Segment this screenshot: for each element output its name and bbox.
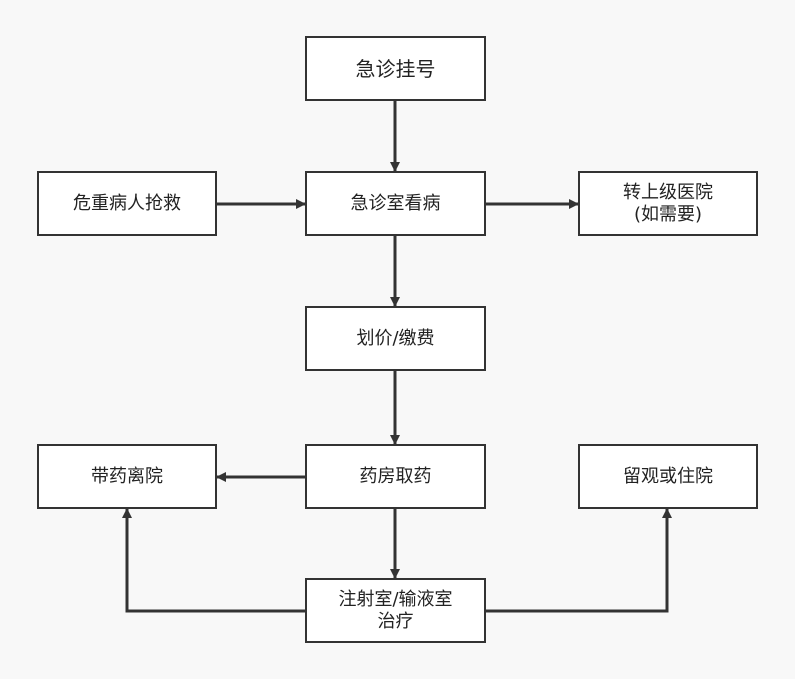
arrow-injection-to-leave xyxy=(122,508,305,613)
node-registration: 急诊挂号 xyxy=(305,36,486,101)
node-leave-with-medicine-label: 带药离院 xyxy=(91,465,163,487)
node-emergency-consult-label: 急诊室看病 xyxy=(350,192,441,214)
node-registration-label: 急诊挂号 xyxy=(355,56,436,81)
node-injection-infusion-label: 注射室/输液室 治疗 xyxy=(338,588,453,632)
node-transfer-label: 转上级医院 (如需要) xyxy=(623,181,713,225)
node-observe-or-admit-label: 留观或住院 xyxy=(623,465,713,487)
node-pricing-payment-label: 划价/缴费 xyxy=(356,327,435,349)
node-take-medicine: 药房取药 xyxy=(305,444,486,509)
node-pricing-payment: 划价/缴费 xyxy=(305,306,486,371)
node-injection-infusion: 注射室/输液室 治疗 xyxy=(305,578,486,643)
arrow-injection-to-observe xyxy=(485,508,672,613)
node-take-medicine-label: 药房取药 xyxy=(359,465,432,487)
node-critical-rescue-label: 危重病人抢救 xyxy=(73,192,181,214)
node-leave-with-medicine: 带药离院 xyxy=(37,444,217,509)
node-observe-or-admit: 留观或住院 xyxy=(578,444,758,509)
node-critical-rescue: 危重病人抢救 xyxy=(37,171,217,236)
node-emergency-consult: 急诊室看病 xyxy=(305,171,486,236)
node-transfer: 转上级医院 (如需要) xyxy=(578,171,758,236)
